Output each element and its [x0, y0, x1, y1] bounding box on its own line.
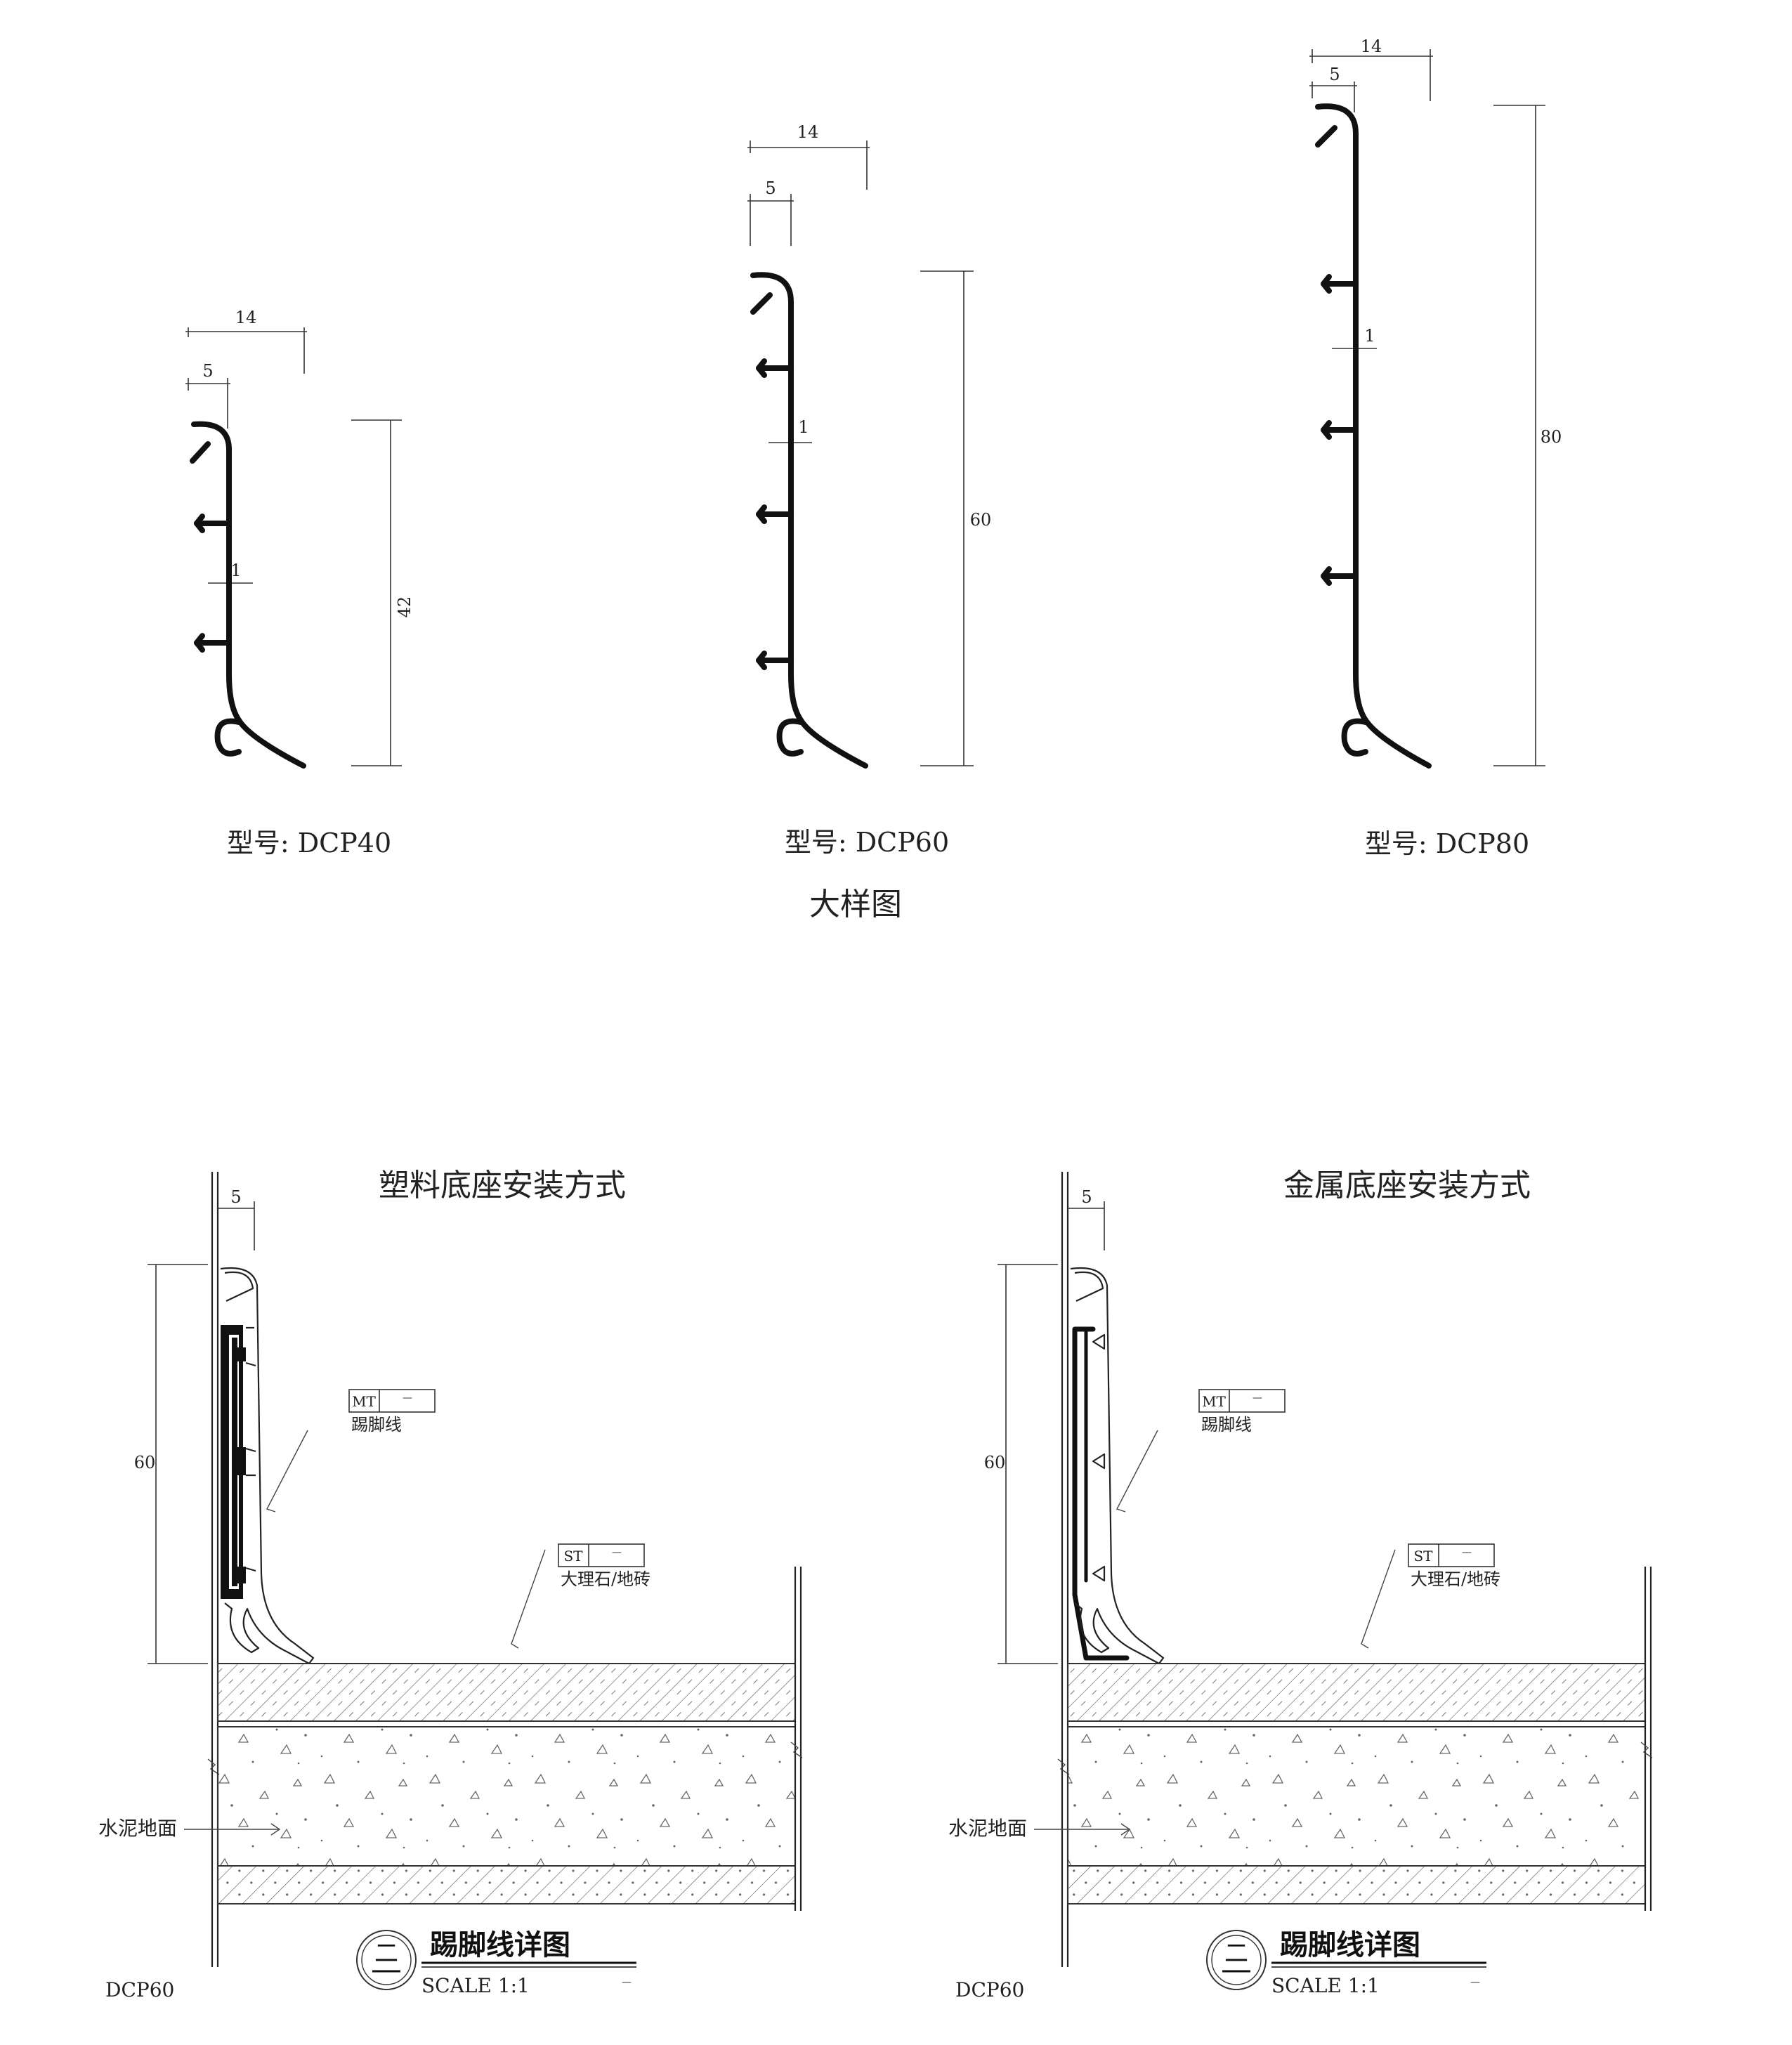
- install-metal-dim-height: 60: [984, 1453, 1006, 1472]
- dcp60-dim-thickness: 1: [798, 417, 809, 437]
- install-plastic-drawing-symbol: 二: [374, 1940, 398, 1968]
- install-plastic-scale-dash: —: [622, 1977, 632, 1988]
- install-metal-tag-floor-name: 大理石/地砖: [1411, 1569, 1500, 1589]
- detail-section-title: 大样图: [809, 887, 902, 922]
- tag-floor: ST — 大理石/地砖: [1361, 1543, 1500, 1649]
- install-metal-drawing-title: 踢脚线详图: [1280, 1929, 1420, 1961]
- install-plastic-cement-label: 水泥地面: [98, 1817, 177, 1840]
- install-metal-model-code: DCP60: [955, 1978, 1024, 2001]
- cement-callout: 水泥地面: [98, 1817, 281, 1840]
- drawing-title-block: 二 踢脚线详图 SCALE 1:1 —: [1206, 1929, 1486, 1997]
- dcp80-dim-height: 80: [1541, 427, 1562, 447]
- install-metal-tag-skirting-dash: —: [1253, 1392, 1262, 1404]
- profile-dcp60: 14 5 1 60 型号: DCP60: [747, 122, 991, 858]
- dcp40-dim-total-width: 14: [235, 308, 257, 327]
- install-plastic-tag-floor-code: ST: [563, 1548, 583, 1564]
- skirting-profile-outline: [1070, 1267, 1165, 1665]
- tag-skirting: MT — 踢脚线: [1116, 1389, 1286, 1512]
- install-metal-title: 金属底座安装方式: [1283, 1168, 1531, 1203]
- profile-dcp80-shape: [1315, 103, 1432, 769]
- profile-dcp80-dimensions: 14 5 1 80: [1309, 37, 1562, 766]
- install-plastic-tag-skirting-code: MT: [352, 1393, 376, 1410]
- install-plastic-drawing-scale: SCALE 1:1: [421, 1974, 530, 1997]
- install-plastic-title: 塑料底座安装方式: [379, 1168, 626, 1203]
- dcp40-dim-thickness: 1: [230, 561, 241, 580]
- dcp40-dim-height: 42: [395, 596, 414, 618]
- dcp60-dim-lip-width: 5: [765, 178, 776, 198]
- install-detail-metal: 金属底座安装方式 5 60: [948, 1168, 1653, 2001]
- install-metal-dimensions: 5 60: [984, 1187, 1105, 1664]
- install-plastic-dim-height: 60: [134, 1453, 156, 1472]
- install-metal-tag-skirting-name: 踢脚线: [1201, 1415, 1252, 1435]
- install-detail-plastic: 塑料底座安装方式 5 60: [98, 1168, 803, 2001]
- profile-dcp60-shape: [750, 272, 868, 769]
- plastic-base-bracket: [221, 1325, 246, 1599]
- tag-skirting: MT — 踢脚线: [266, 1389, 436, 1512]
- profile-dcp80: 14 5 1 80 型号: DCP80: [1309, 37, 1562, 859]
- profile-dcp60-dimensions: 14 5 1 60: [747, 122, 991, 766]
- profile-dcp40-shape: [190, 421, 306, 769]
- floor-slab: [1067, 1567, 1653, 1911]
- install-metal-drawing-scale: SCALE 1:1: [1271, 1974, 1380, 1997]
- dcp80-dim-thickness: 1: [1364, 326, 1375, 346]
- dcp80-dim-lip-width: 5: [1329, 65, 1340, 84]
- install-metal-cement-label: 水泥地面: [948, 1817, 1027, 1840]
- cement-callout: 水泥地面: [948, 1817, 1131, 1840]
- floor-slab: [217, 1567, 803, 1911]
- install-metal-scale-dash: —: [1470, 1977, 1480, 1988]
- install-metal-tag-floor-code: ST: [1413, 1548, 1433, 1564]
- dcp40-dim-lip-width: 5: [202, 361, 213, 381]
- tag-floor: ST — 大理石/地砖: [511, 1543, 650, 1649]
- install-plastic-tag-floor-name: 大理石/地砖: [561, 1569, 650, 1589]
- install-plastic-tag-skirting-dash: —: [403, 1392, 412, 1404]
- profile-dcp40: 14 5 1 42 型号: DCP40: [185, 308, 414, 858]
- profile-dcp40-dimensions: 14 5 1 42: [185, 308, 414, 766]
- install-plastic-tag-skirting-name: 踢脚线: [351, 1415, 402, 1435]
- install-metal-drawing-symbol: 二: [1224, 1940, 1248, 1968]
- drawing-title-block: 二 踢脚线详图 SCALE 1:1 —: [356, 1929, 636, 1997]
- dcp60-dim-total-width: 14: [797, 122, 819, 142]
- install-plastic-model-code: DCP60: [105, 1978, 174, 2001]
- install-metal-tag-floor-dash: —: [1462, 1547, 1472, 1558]
- dcp60-dim-height: 60: [970, 510, 992, 530]
- dcp80-dim-total-width: 14: [1361, 37, 1382, 56]
- install-metal-tag-skirting-code: MT: [1202, 1393, 1226, 1410]
- dcp60-model-label: 型号: DCP60: [785, 827, 949, 858]
- skirting-profile-outline: [220, 1267, 315, 1665]
- install-plastic-drawing-title: 踢脚线详图: [430, 1929, 570, 1961]
- dcp80-model-label: 型号: DCP80: [1365, 828, 1529, 859]
- install-plastic-dimensions: 5 60: [134, 1187, 255, 1664]
- install-plastic-dim-offset: 5: [230, 1187, 241, 1207]
- install-metal-dim-offset: 5: [1081, 1187, 1092, 1207]
- dcp40-model-label: 型号: DCP40: [227, 828, 391, 858]
- metal-base-bracket: [1072, 1326, 1130, 1661]
- install-plastic-tag-floor-dash: —: [612, 1547, 622, 1558]
